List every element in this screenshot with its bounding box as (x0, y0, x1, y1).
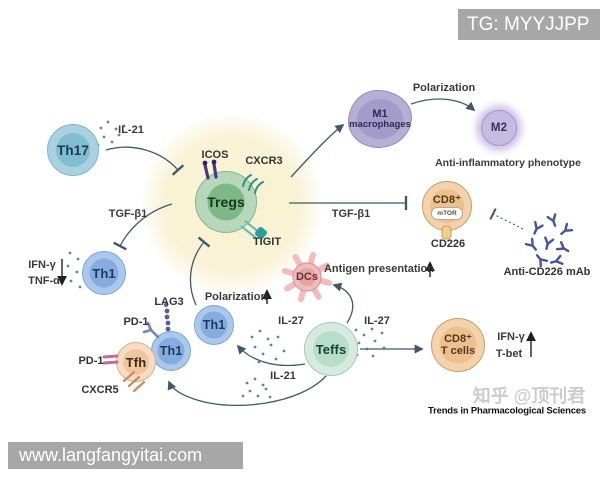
cd226-receptor-icon (441, 225, 452, 240)
cell-th17: Th17 (47, 124, 99, 176)
cell-th1-left: Th1 (82, 251, 126, 295)
lag3-receptor-icon (164, 303, 171, 332)
cell-cd8-tcells: CD8⁺ T cells (431, 318, 485, 372)
cell-inner (439, 326, 477, 364)
label-pd1-tfh: PD-1 (78, 355, 104, 367)
label-il27-right: IL-27 (364, 315, 390, 327)
cell-m2-label: M2 (490, 122, 508, 134)
site-url-bar: www.langfangyitai.com (8, 442, 243, 469)
cell-dcs-label: DCs (295, 271, 319, 283)
arrow-teffs-to-th1 (236, 344, 306, 367)
arrow-m1-to-m2-polarization (410, 98, 476, 112)
cell-th17-label: Th17 (57, 142, 89, 158)
label-tnfa-left: TNF-α (28, 275, 60, 287)
anti-cd226-antibody-cluster-icon (524, 213, 574, 268)
tg-badge: TG: MYYJJPP (458, 9, 600, 40)
cell-m1-label-line2: macrophages (349, 118, 411, 130)
pd1-receptor-icon-th1 (142, 321, 160, 339)
label-ifng-right: IFN-γ (497, 331, 525, 343)
cell-tregs-label: Tregs (207, 194, 245, 210)
pd1-receptor-icon-tfh (102, 354, 119, 365)
cell-inner (157, 337, 185, 365)
arrow-teffs-to-tfh-il21 (167, 375, 327, 406)
cell-inner (207, 183, 245, 221)
label-pd1-th1: PD-1 (123, 316, 149, 328)
inhibit-arrow-th17-to-tregs (105, 146, 185, 176)
cell-inner (357, 99, 403, 139)
cell-teffs-label: Teffs (315, 341, 347, 357)
cell-th1-mid-label: Th1 (202, 318, 226, 332)
cytokine-dots-il27-right (354, 327, 386, 358)
label-cd226: CD226 (430, 238, 466, 250)
inhibit-dashed-mab-to-cd8 (489, 208, 524, 230)
zhihu-watermark: 知乎 @顶刊君 (472, 386, 586, 406)
label-tgfb1-right: TGF-β1 (331, 208, 371, 220)
cxcr3-receptor-icon (242, 174, 264, 194)
label-cxcr5: CXCR5 (81, 384, 119, 396)
mtor-pill: mTOR (431, 206, 463, 220)
label-antigen-presentation: Antigen presentation (323, 263, 435, 275)
label-il27-left: IL-27 (278, 315, 304, 327)
cell-cd8-tcells-line1: CD8⁺ (444, 332, 472, 345)
cell-inner (89, 258, 119, 288)
journal-credit: Trends in Pharmacological Sciences (428, 405, 586, 417)
cxcr5-receptor-icon (122, 370, 146, 393)
label-tgfb1-left: TGF-β1 (108, 208, 148, 220)
label-lag3: LAG3 (154, 296, 184, 308)
label-tbet-right: T-bet (495, 348, 523, 360)
label-polarization-top: Polarization (412, 82, 476, 94)
cell-cd8-label: CD8⁺ (432, 193, 462, 206)
cell-cd8-tcells-line2: T cells (440, 345, 476, 357)
label-tigit: TIGIT (252, 236, 282, 248)
cell-th1-mid: Th1 (194, 305, 234, 345)
tigit-receptor-icon (240, 220, 268, 240)
cytokine-dots-il21-bottom (241, 377, 272, 399)
label-anti-inflammatory: Anti-inflammatory phenotype (435, 157, 581, 169)
label-il21-top: IL-21 (118, 124, 144, 136)
arrow-teffs-to-dcs (332, 282, 354, 324)
cell-m1-label-line1: M1 (372, 107, 388, 120)
cell-inner (123, 349, 149, 375)
cell-inner (56, 133, 90, 167)
cell-m1-macrophage: M1 macrophages (348, 90, 412, 148)
cell-tfh: Tfh (116, 342, 156, 382)
cell-m2: M2 (481, 110, 517, 146)
label-il21-bottom: IL-21 (270, 370, 296, 382)
label-anti-cd226-mab: Anti-CD226 mAb (503, 266, 591, 278)
label-icos: ICOS (201, 149, 229, 161)
cell-th1-left-label: Th1 (92, 265, 116, 281)
arrow-tregs-to-m1 (290, 123, 345, 178)
icos-receptor-icon (202, 159, 218, 180)
cell-cd8-mtor: CD8⁺ mTOR (422, 181, 472, 231)
label-ifng-left: IFN-γ (28, 259, 56, 271)
label-polarization-mid: Polarization (204, 291, 268, 303)
inhibit-arrow-th1-to-tregs (189, 236, 211, 306)
cell-th1-lower-label: Th1 (159, 344, 183, 358)
cell-tfh-label: Tfh (125, 354, 147, 370)
inhibit-arrow-tregs-to-th1 (113, 203, 173, 251)
cell-th1-lower: Th1 (151, 331, 191, 371)
cell-teffs: Teffs (304, 322, 358, 376)
cell-dcs (281, 251, 333, 303)
label-cxcr3: CXCR3 (245, 155, 283, 167)
cytokine-dots-il27-left (250, 329, 286, 364)
cell-inner (200, 311, 228, 339)
cell-inner (313, 331, 349, 367)
